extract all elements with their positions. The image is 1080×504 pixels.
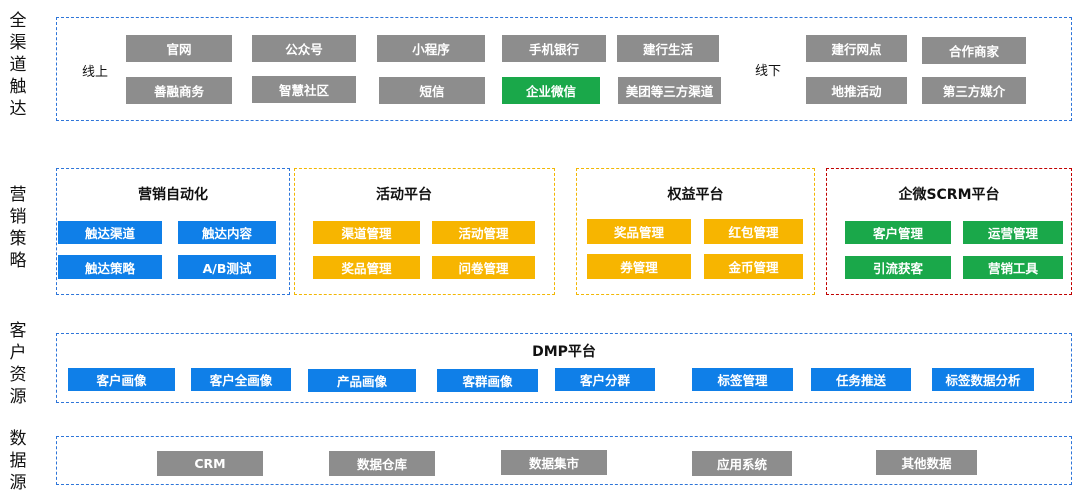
- activity-item-prize: 奖品管理: [313, 256, 420, 279]
- datasource-mart: 数据集市: [501, 450, 607, 475]
- dmp-item-customer-profile: 客户画像: [68, 368, 175, 391]
- dmp-item-tag-analysis: 标签数据分析: [932, 368, 1034, 391]
- label-omnichannel-touch: 全 渠 道 触 达: [9, 11, 27, 119]
- scrm-item-acquisition: 引流获客: [845, 256, 951, 279]
- dmp-item-group-profile: 客群画像: [437, 369, 538, 392]
- dmp-item-segmentation: 客户分群: [555, 368, 655, 391]
- activity-title: 活动平台: [376, 187, 432, 203]
- dmp-item-full-profile: 客户全画像: [191, 368, 291, 391]
- rights-item-red-packet: 红包管理: [704, 219, 803, 244]
- scrm-title: 企微SCRM平台: [898, 187, 1000, 203]
- rights-item-prize: 奖品管理: [587, 219, 691, 244]
- channel-smart-community: 智慧社区: [252, 76, 356, 103]
- channel-ccb-branch: 建行网点: [806, 35, 907, 62]
- automation-title: 营销自动化: [138, 187, 208, 203]
- channel-third-party: 美团等三方渠道: [618, 77, 721, 104]
- automation-item-ab-test: A/B测试: [178, 255, 276, 279]
- touch-frame: [56, 17, 1072, 121]
- rights-item-coupon: 券管理: [587, 254, 691, 279]
- channel-mobile-bank: 手机银行: [502, 35, 606, 62]
- label-customer-resources: 客 户 资 源: [9, 321, 27, 407]
- scrm-item-tools: 营销工具: [963, 256, 1063, 279]
- channel-mini-program: 小程序: [377, 35, 485, 62]
- rights-title: 权益平台: [667, 187, 724, 203]
- channel-ground-promotion: 地推活动: [806, 77, 907, 104]
- datasource-app-system: 应用系统: [692, 451, 792, 476]
- dmp-title: DMP平台: [532, 344, 596, 360]
- dmp-item-tag-management: 标签管理: [692, 368, 793, 391]
- channel-third-party-media: 第三方媒介: [922, 77, 1026, 104]
- channel-official-site: 官网: [126, 35, 232, 62]
- dmp-item-product-profile: 产品画像: [308, 369, 416, 392]
- channel-partner-merchant: 合作商家: [922, 37, 1026, 64]
- datasource-crm: CRM: [157, 451, 263, 476]
- dmp-item-task-push: 任务推送: [811, 368, 911, 391]
- channel-sms: 短信: [379, 77, 485, 104]
- automation-frame: [56, 168, 290, 295]
- channel-ccb-life: 建行生活: [617, 35, 719, 62]
- scrm-item-operation: 运营管理: [963, 221, 1063, 244]
- automation-item-content: 触达内容: [178, 221, 276, 244]
- automation-item-channel: 触达渠道: [58, 221, 162, 244]
- activity-frame: [294, 168, 555, 295]
- rights-item-coin: 金币管理: [704, 254, 803, 279]
- label-marketing-strategy: 营 销 策 略: [9, 185, 27, 271]
- datasource-warehouse: 数据仓库: [329, 451, 435, 476]
- activity-item-survey: 问卷管理: [432, 256, 535, 279]
- channel-wechat-account: 公众号: [252, 35, 356, 62]
- datasource-other: 其他数据: [876, 450, 977, 475]
- activity-item-activity: 活动管理: [432, 221, 535, 244]
- scrm-item-customer: 客户管理: [845, 221, 951, 244]
- automation-item-strategy: 触达策略: [58, 255, 162, 279]
- label-data-source: 数 据 源: [9, 429, 27, 493]
- channel-wecom: 企业微信: [502, 77, 600, 104]
- channel-shanrong: 善融商务: [126, 77, 232, 104]
- offline-label: 线下: [755, 64, 782, 79]
- dmp-frame: [56, 333, 1072, 403]
- activity-item-channel: 渠道管理: [313, 221, 420, 244]
- rights-frame: [576, 168, 815, 295]
- datasource-frame: [56, 436, 1072, 485]
- online-label: 线上: [82, 65, 109, 80]
- scrm-frame: [826, 168, 1072, 295]
